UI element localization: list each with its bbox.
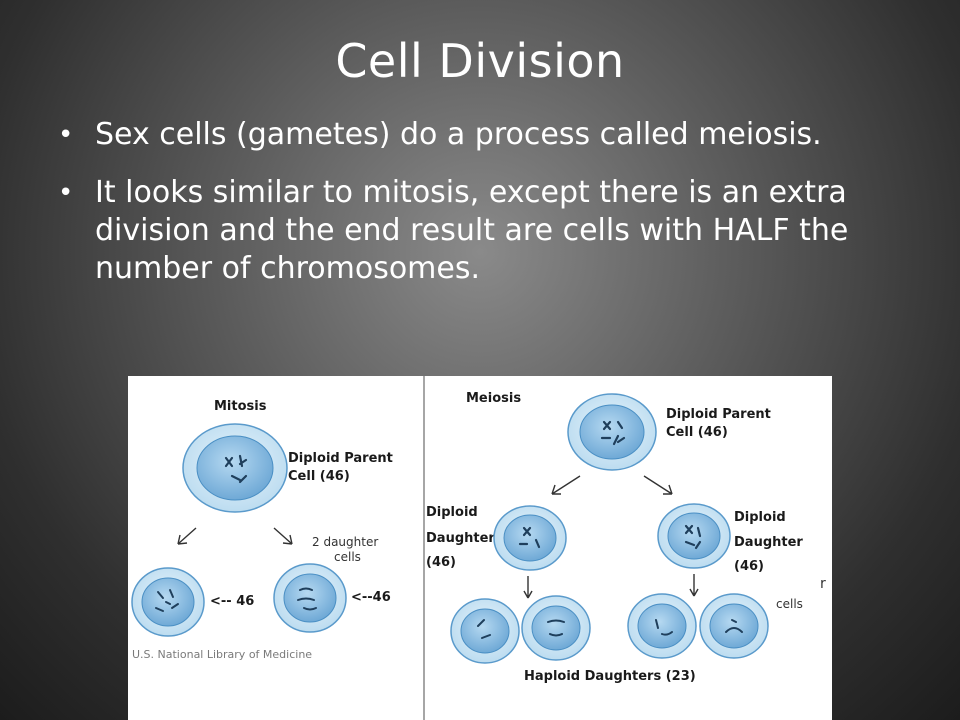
meiosis-cells-label: cells: [776, 597, 803, 611]
mitosis-daughters-label-1: 2 daughter: [312, 535, 378, 549]
mitosis-parent-label-1: Diploid Parent: [288, 451, 393, 466]
mitosis-parent-cell: [182, 423, 288, 513]
arrow-down-icon: [523, 576, 533, 599]
meiosis-left-daughter-label-1: Diploid: [426, 505, 478, 520]
bullet-text: Sex cells (gametes) do a process called …: [95, 117, 822, 152]
bullet-item: • Sex cells (gametes) do a process called…: [58, 116, 918, 154]
meiosis-haploid-cell-4: [699, 593, 769, 659]
meiosis-haploid-cell-3: [627, 593, 697, 659]
bullet-dot-icon: •: [58, 120, 74, 150]
meiosis-diploid-daughter-right: [657, 503, 731, 569]
bullet-list: • Sex cells (gametes) do a process called…: [58, 116, 918, 308]
figure-credit: U.S. National Library of Medicine: [132, 648, 312, 661]
meiosis-haploid-label: Haploid Daughters (23): [524, 669, 696, 684]
mitosis-right-count: <--46: [351, 590, 391, 605]
bullet-text: It looks similar to mitosis, except ther…: [95, 175, 849, 286]
meiosis-haploid-cell-2: [521, 595, 591, 661]
meiosis-right-daughter-label-3: (46): [734, 559, 764, 574]
mitosis-parent-label-2: Cell (46): [288, 469, 350, 484]
arrow-down-left-icon: [177, 527, 197, 545]
meiosis-left-daughter-label-3: (46): [426, 555, 456, 570]
mitosis-left-count: <-- 46: [210, 594, 254, 609]
mitosis-daughters-label-2: cells: [334, 550, 361, 564]
cropped-letter-fragment: r: [820, 576, 826, 592]
mitosis-daughter-cell-left: [131, 567, 205, 637]
meiosis-title: Meiosis: [466, 391, 521, 406]
meiosis-right-daughter-label-2: Daughter: [734, 535, 803, 550]
figure-svg: Mitosis Diploid Parent Cell (46) 2 daugh…: [131, 376, 826, 720]
bullet-item: • It looks similar to mitosis, except the…: [58, 174, 918, 288]
arrow-down-left-icon: [551, 475, 581, 495]
meiosis-right-daughter-label-1: Diploid: [734, 510, 786, 525]
mitosis-title: Mitosis: [214, 399, 267, 414]
arrow-down-icon: [689, 574, 699, 597]
meiosis-parent-label-2: Cell (46): [666, 425, 728, 440]
meiosis-diploid-daughter-left: [493, 505, 567, 571]
slide-title: Cell Division: [335, 34, 625, 88]
arrow-down-right-icon: [273, 527, 293, 545]
mitosis-daughter-cell-right: [273, 563, 347, 633]
meiosis-parent-label-1: Diploid Parent: [666, 407, 771, 422]
arrow-down-right-icon: [643, 475, 673, 495]
meiosis-left-daughter-label-2: Daughter: [426, 531, 495, 546]
meiosis-parent-cell: [567, 393, 657, 471]
mitosis-meiosis-figure: Mitosis Diploid Parent Cell (46) 2 daugh…: [128, 376, 832, 720]
bullet-dot-icon: •: [58, 178, 74, 208]
meiosis-haploid-cell-1: [450, 598, 520, 664]
